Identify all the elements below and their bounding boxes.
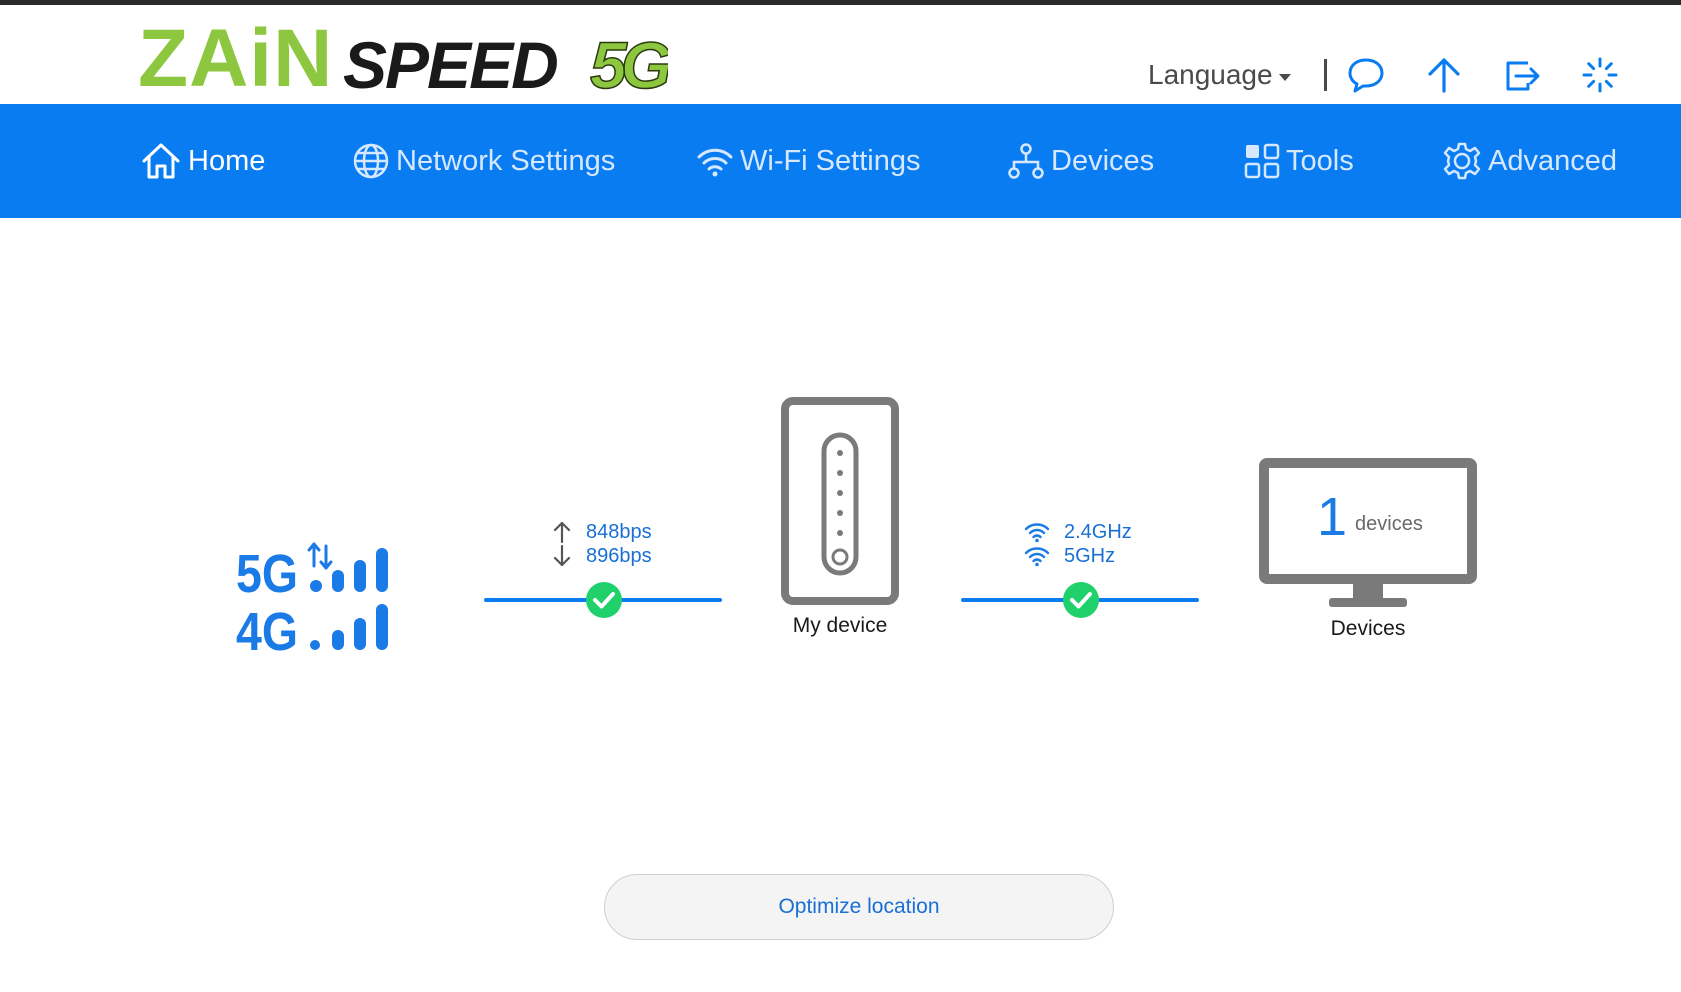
signal-bars-5g [310,548,388,592]
network-5g-label: 5G [236,544,298,604]
nav-wifi-settings[interactable]: Wi-Fi Settings [696,104,920,218]
optimize-location-button[interactable]: Optimize location [604,874,1114,940]
nav-home-label: Home [188,144,266,177]
upload-speed: 848bps [552,520,652,544]
nav-advanced[interactable]: Advanced [1442,104,1617,218]
signal-bars-4g [310,604,388,650]
logo-speed-text: SPEED [343,28,557,100]
devices-label: Devices [1330,617,1406,640]
language-selector[interactable]: Language [1148,55,1291,95]
message-icon[interactable] [1346,55,1386,95]
chevron-down-icon [1278,73,1291,81]
nav-network-settings[interactable]: Network Settings [352,104,615,218]
globe-icon [353,143,389,179]
nav-home[interactable]: Home [140,104,265,218]
main-nav: Home Network Settings Wi-Fi Settings [0,104,1681,218]
signal-strength-indicator: 5G 4G [236,542,388,655]
router-icon[interactable] [781,397,901,607]
router-label: My device [792,614,888,637]
wifi-icon [1024,523,1050,543]
gear-icon [1443,142,1481,180]
wifi-icon [697,148,733,177]
home-icon [142,143,180,179]
data-transfer-icon [307,542,333,570]
loading-spinner-icon[interactable] [1580,55,1620,95]
logo-zain-text: ZAiN [138,20,333,100]
nav-tools-label: Tools [1286,144,1354,177]
wifi-band-24-label: 2.4GHz [1064,520,1132,543]
tools-grid-icon [1244,143,1280,179]
connected-devices-monitor[interactable]: 1 devices [1259,458,1477,610]
download-speed: 896bps [552,544,652,568]
wifi-band-24: 2.4GHz [1024,520,1132,544]
wifi-band-5: 5GHz [1024,544,1115,568]
monitor-icon [1259,458,1477,607]
device-count: 1 devices [1317,487,1423,547]
upload-arrow-icon[interactable] [1424,55,1464,95]
upload-arrow-icon [553,521,571,543]
header-divider [1324,59,1327,91]
logo-5g-text: 5G [590,28,668,100]
connected-check-icon [586,582,622,618]
nav-tools[interactable]: Tools [1244,104,1354,218]
nav-wifi-settings-label: Wi-Fi Settings [740,144,921,177]
zain-speed-5g-logo: ZAiN SPEED 5G [138,20,668,100]
wifi-icon [1024,547,1050,567]
download-speed-value: 896bps [586,544,652,567]
device-count-unit: devices [1355,513,1423,535]
device-count-number: 1 [1317,487,1348,547]
language-label: Language [1148,59,1273,90]
upload-speed-value: 848bps [586,520,652,543]
download-arrow-icon [553,545,571,567]
header: ZAiN SPEED 5G Language [0,5,1681,104]
network-4g-label: 4G [236,602,298,655]
top-strip [0,0,1681,5]
wifi-band-5-label: 5GHz [1064,544,1116,567]
nav-network-settings-label: Network Settings [396,144,616,177]
logout-icon[interactable] [1502,55,1542,95]
nav-devices-label: Devices [1051,144,1155,177]
nav-devices[interactable]: Devices [1007,104,1154,218]
network-devices-icon [1008,143,1044,179]
connected-check-icon [1063,582,1099,618]
nav-advanced-label: Advanced [1488,144,1617,177]
